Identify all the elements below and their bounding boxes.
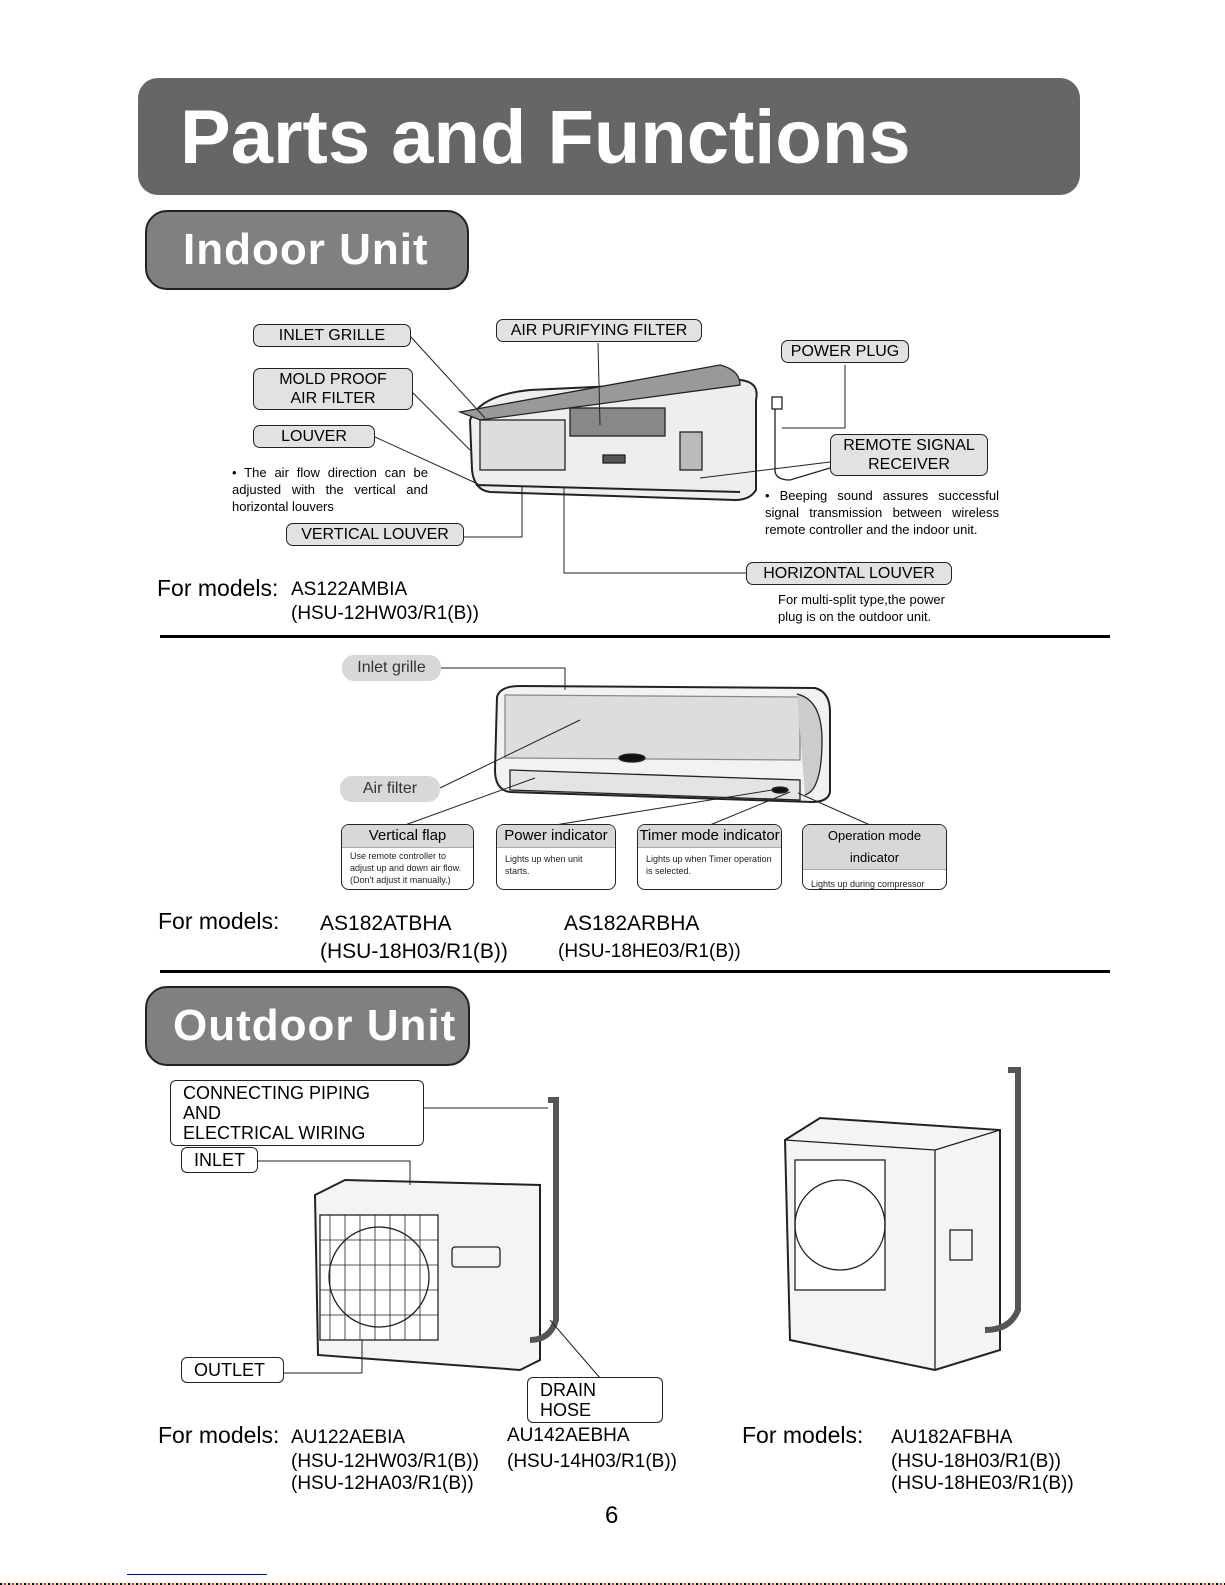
label-louver: LOUVER: [253, 425, 375, 448]
model-name: AS182ARBHA: [564, 912, 700, 935]
model-code: (HSU-12HW03/R1(B)): [291, 1451, 479, 1472]
note-beeping-text: Beeping sound assures successful signal …: [765, 488, 999, 537]
label-drain-hose: DRAIN HOSE: [527, 1377, 663, 1423]
note-airflow-text: The air flow direction can be adjusted w…: [232, 465, 428, 514]
note-multisplit: For multi-split type,the power plug is o…: [778, 592, 945, 624]
indicator-desc: Lights up during compressor running.: [811, 879, 925, 889]
label-horizontal-louver: HORIZONTAL LOUVER: [746, 562, 952, 585]
label-line: AIR FILTER: [290, 390, 376, 407]
model-code: (HSU-12HW03/R1(B)): [291, 603, 479, 624]
outdoor-unit-illustration-2: [783, 1067, 1021, 1372]
label-inlet: INLET: [181, 1147, 258, 1173]
page-number: 6: [605, 1502, 619, 1529]
for-models-label: For models:: [158, 1422, 280, 1448]
label-inlet-grille-2: Inlet grille: [342, 655, 441, 681]
model-name: AS122AMBIA: [291, 579, 408, 600]
model-name: AU142AEBHA: [507, 1425, 630, 1446]
model-name: AS182ATBHA: [320, 912, 452, 935]
divider: [160, 635, 1110, 638]
label-air-purifying-filter: AIR PURIFYING FILTER: [496, 319, 702, 342]
divider: [160, 970, 1110, 973]
model-code: (HSU-12HA03/R1(B)): [291, 1473, 474, 1494]
link-underline: [127, 1574, 267, 1575]
model-code: (HSU-18HE03/R1(B)): [558, 941, 741, 962]
model-code: (HSU-18H03/R1(B)): [320, 940, 508, 963]
label-line: ELECTRICAL WIRING: [183, 1123, 366, 1143]
label-vertical-louver: VERTICAL LOUVER: [286, 523, 464, 546]
note-airflow: • The air flow direction can be adjusted…: [232, 465, 428, 514]
label-line: MOLD PROOF: [279, 371, 387, 388]
model-code: (HSU-14H03/R1(B)): [507, 1451, 677, 1472]
page-title: Parts and Functions: [180, 95, 911, 180]
for-models-label: For models:: [742, 1422, 864, 1448]
label-power-plug: POWER PLUG: [781, 340, 909, 363]
indoor-unit-illustration-2: [493, 684, 831, 804]
indicator-title: Vertical flap: [342, 825, 473, 848]
title-banner: Parts and Functions: [138, 78, 1080, 195]
model-code: (HSU-18H03/R1(B)): [891, 1451, 1061, 1472]
label-remote-signal-receiver: REMOTE SIGNAL RECEIVER: [830, 434, 988, 476]
outdoor-unit-illustration-1: [313, 1097, 559, 1372]
label-air-filter: Air filter: [340, 776, 440, 802]
scan-border: [0, 1583, 1225, 1585]
indicator-title: Operation mode indicator: [803, 825, 946, 870]
indicator-desc: Lights up when Timer operation is select…: [646, 854, 772, 876]
label-mold-proof-air-filter: MOLD PROOF AIR FILTER: [253, 368, 413, 410]
label-line: CONNECTING PIPING AND: [183, 1083, 371, 1123]
model-name: AU182AFBHA: [891, 1427, 1013, 1448]
outdoor-unit-heading: Outdoor Unit: [145, 986, 470, 1066]
label-line: REMOTE SIGNAL: [843, 437, 975, 454]
for-models-label: For models:: [157, 575, 279, 601]
indicator-title: Power indicator: [497, 825, 615, 848]
model-code: (HSU-18HE03/R1(B)): [891, 1473, 1074, 1494]
label-outlet: OUTLET: [181, 1357, 284, 1383]
model-name: AU122AEBIA: [291, 1427, 406, 1448]
label-inlet-grille: INLET GRILLE: [253, 324, 411, 347]
indoor-unit-heading: Indoor Unit: [145, 210, 469, 290]
for-models-label: For models:: [158, 908, 280, 934]
indicator-desc: Lights up when unit starts.: [505, 854, 583, 876]
indicator-title: Timer mode indicator: [638, 825, 781, 848]
indicator-desc: Use remote controller to adjust up and d…: [350, 851, 462, 885]
indoor-unit-illustration-1: [457, 364, 831, 502]
label-line: RECEIVER: [868, 456, 950, 473]
note-beeping: • Beeping sound assures successful signa…: [765, 488, 999, 537]
